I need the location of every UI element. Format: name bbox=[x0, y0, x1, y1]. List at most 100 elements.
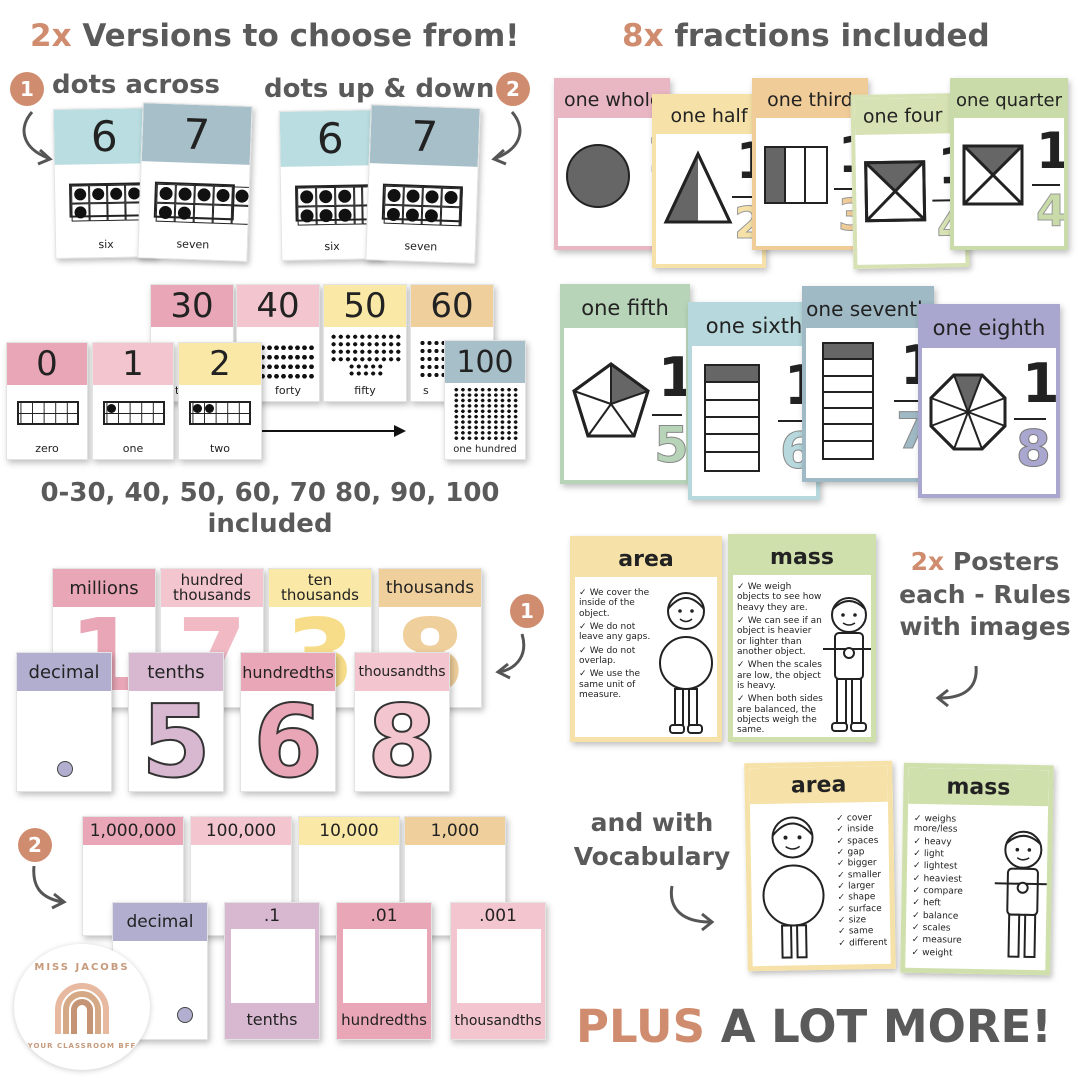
logo-text-top: MISS JACOBS bbox=[34, 962, 130, 973]
shape-square-quarters bbox=[864, 160, 927, 223]
fraction-title: one whole bbox=[558, 82, 666, 118]
dot-grid bbox=[330, 333, 402, 363]
fraction-bar bbox=[894, 400, 924, 402]
fraction-title: one third bbox=[756, 82, 864, 118]
card-number: 6 bbox=[53, 108, 155, 165]
poster-title: area bbox=[749, 765, 888, 805]
vocab-item: spaces bbox=[836, 835, 895, 847]
number-card-50: 50 fifty bbox=[323, 284, 407, 402]
versions-count: 2x bbox=[30, 18, 72, 54]
place-value-card-tenths: tenths 5 bbox=[128, 652, 224, 792]
fraction-title: one seventh bbox=[806, 290, 930, 328]
fraction-card-one-quarter: one quarter 1 4 bbox=[950, 78, 1068, 250]
vocab-poster-area: area cover inside spaces gap bigger smal… bbox=[744, 760, 896, 972]
card-number: 0 bbox=[7, 343, 87, 385]
blank-box bbox=[457, 929, 541, 1003]
card-label: tenths bbox=[129, 653, 223, 691]
place-value-badge-2: 2 bbox=[18, 828, 52, 862]
fraction-card-one-seventh: one seventh 1 7 bbox=[802, 286, 934, 482]
card-digit: 5 bbox=[140, 682, 212, 792]
vocab-item: weighs more/less bbox=[914, 814, 1000, 836]
vocab-item: smaller bbox=[837, 869, 896, 881]
fraction-bar bbox=[834, 188, 860, 190]
card-word: t bbox=[151, 384, 233, 397]
shape-triangle bbox=[663, 150, 733, 224]
fraction-numerator: 1 bbox=[1036, 122, 1068, 180]
version-badge-2: 2 bbox=[496, 72, 530, 106]
dot-grid bbox=[453, 387, 519, 441]
boy-holding-scale-illustration bbox=[994, 830, 1051, 959]
card-label: decimal bbox=[113, 903, 207, 941]
vocab-list: weighs more/less heavy light lightest he… bbox=[911, 812, 1000, 962]
rule-item: We cover the inside of the object. bbox=[579, 588, 655, 619]
posters-caption: 2x Posters each - Rules with images bbox=[892, 546, 1078, 644]
shape-bar-sevenths bbox=[822, 342, 874, 460]
place-value-card-thousandths-v2: .001 thousandths bbox=[450, 902, 546, 1040]
card-label: .001 bbox=[451, 903, 545, 929]
number-range-caption: 0-30, 40, 50, 60, 70 80, 90, 100 include… bbox=[40, 478, 500, 540]
fraction-bar bbox=[1032, 184, 1060, 186]
fraction-denominator: 4 bbox=[1036, 186, 1067, 238]
card-number: 100 bbox=[445, 341, 525, 383]
card-number: 60 bbox=[411, 285, 493, 327]
vocab-item: shape bbox=[837, 892, 895, 903]
card-number: 30 bbox=[151, 285, 233, 327]
version-label-2: dots up & down bbox=[264, 74, 495, 104]
rule-poster-area: area We cover the inside of the object. … bbox=[570, 536, 722, 742]
versions-text: Versions to choose from! bbox=[82, 18, 520, 54]
card-number: 2 bbox=[179, 343, 261, 385]
arrow-right-icon bbox=[262, 425, 406, 437]
vocab-caption: and with Vocabulary bbox=[573, 808, 731, 871]
fraction-title: one eighth bbox=[922, 308, 1056, 348]
version-label-1: dots across bbox=[52, 70, 221, 100]
curved-arrow-icon bbox=[935, 665, 978, 708]
card-label: 1,000,000 bbox=[83, 817, 183, 845]
curved-arrow-icon bbox=[495, 633, 526, 680]
rule-item: We can see if an object is heavier or li… bbox=[737, 616, 823, 657]
card-digit: 6 bbox=[252, 682, 324, 792]
ten-frame bbox=[17, 401, 79, 425]
card-label: hundred thousands bbox=[161, 569, 263, 607]
fraction-card-one-eighth: one eighth 1 8 bbox=[918, 304, 1060, 498]
rule-item: We use the same unit of measure. bbox=[579, 669, 655, 700]
vocab-poster-mass: mass weighs more/less heavy light lighte… bbox=[900, 762, 1054, 976]
card-digit: 8 bbox=[366, 682, 438, 792]
plus-word: PLUS bbox=[576, 1000, 706, 1053]
vocab-item: measure bbox=[912, 935, 998, 947]
shape-bar-sixths bbox=[704, 364, 760, 472]
shape-octagon-eighths bbox=[929, 373, 1007, 451]
vocab-item: size bbox=[838, 915, 896, 926]
shape-rectangle-thirds bbox=[764, 146, 828, 204]
rule-item: When the scales are low, the object is h… bbox=[737, 660, 823, 691]
card-label: 10,000 bbox=[299, 817, 399, 845]
shape-pentagon-fifths bbox=[572, 362, 650, 438]
fraction-denominator: 5 bbox=[654, 416, 689, 475]
curved-arrow-icon bbox=[22, 111, 53, 166]
vocab-item: light bbox=[913, 849, 999, 861]
card-word: one bbox=[122, 442, 144, 455]
card-word: two bbox=[209, 442, 231, 455]
ten-frame bbox=[69, 182, 158, 222]
card-word: s bbox=[423, 384, 429, 397]
rainbow-icon bbox=[55, 983, 109, 1034]
fraction-bar bbox=[778, 420, 808, 422]
fraction-title: one half bbox=[656, 98, 762, 134]
posters-text: Posters each - Rules with images bbox=[899, 547, 1071, 641]
vocab-item: scales bbox=[912, 923, 998, 935]
place-value-card-decimal: decimal bbox=[16, 652, 112, 792]
vocab-item: gap bbox=[837, 847, 896, 858]
card-foot: hundredths bbox=[341, 1011, 427, 1029]
curved-arrow-icon bbox=[32, 865, 67, 910]
boy-holding-scale-illustration bbox=[823, 597, 871, 732]
number-card-seven-updown: 7 seven bbox=[365, 104, 481, 264]
rule-item: We do not leave any gaps. bbox=[579, 622, 655, 643]
number-card-seven-across: 7 seven bbox=[137, 102, 253, 262]
number-card-0: 0 zero bbox=[6, 342, 88, 460]
place-value-badge-1: 1 bbox=[510, 594, 544, 628]
brand-logo: MISS JACOBS YOUR CLASSROOM BFF bbox=[14, 944, 150, 1070]
card-label: millions bbox=[53, 569, 155, 607]
vocab-item: lightest bbox=[913, 861, 999, 873]
curved-arrow-icon bbox=[669, 885, 715, 932]
ten-frame bbox=[153, 181, 252, 225]
fraction-title: one four bbox=[854, 97, 964, 135]
